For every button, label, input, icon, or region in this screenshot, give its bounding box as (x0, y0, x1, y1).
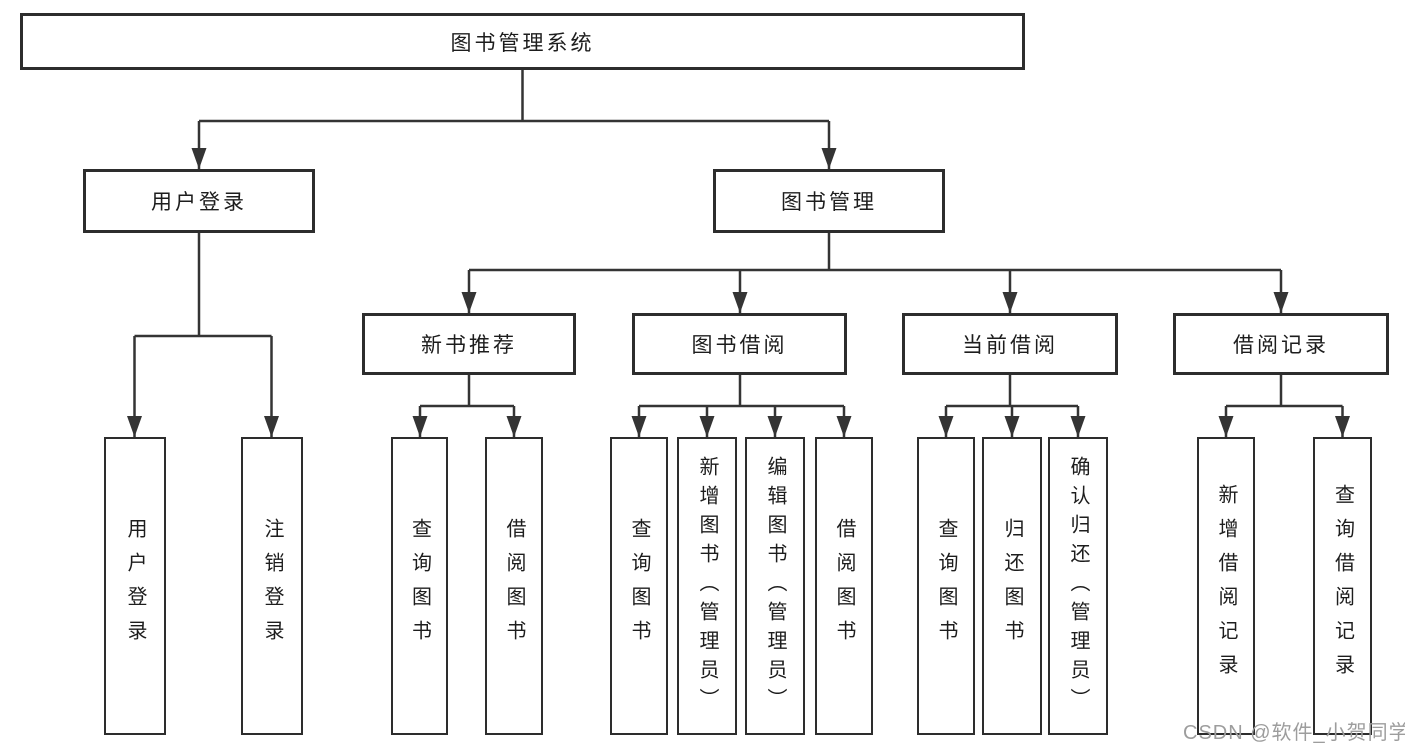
leaf-query-borrow-record: 查询借阅记录 (1313, 437, 1372, 735)
leaf-add-books-admin: 新增图书（管理员） (677, 437, 737, 735)
leaf-return-books: 归还图书 (982, 437, 1042, 735)
node-borrowing-records: 借阅记录 (1173, 313, 1389, 375)
leaf-borrow-books: 借阅图书 (815, 437, 873, 735)
leaf-confirm-return-admin: 确认归还（管理员） (1048, 437, 1108, 735)
csdn-watermark: CSDN @软件_小贺同学 (1183, 722, 1405, 744)
node-new-book-recommend: 新书推荐 (362, 313, 576, 375)
leaf-query-books-recommend: 查询图书 (391, 437, 448, 735)
leaf-query-books-borrowing: 查询图书 (610, 437, 668, 735)
leaf-borrow-books-recommend: 借阅图书 (485, 437, 543, 735)
leaf-user-login: 用户登录 (104, 437, 166, 735)
leaf-edit-books-admin: 编辑图书（管理员） (745, 437, 805, 735)
node-book-borrowing: 图书借阅 (632, 313, 847, 375)
leaf-add-borrow-record: 新增借阅记录 (1197, 437, 1255, 735)
arrowheads (127, 148, 1350, 437)
node-book-management: 图书管理 (713, 169, 945, 233)
node-user-login: 用户登录 (83, 169, 315, 233)
leaf-logout: 注销登录 (241, 437, 303, 735)
connector-lines (133, 70, 1344, 437)
node-root-library-system: 图书管理系统 (20, 13, 1025, 70)
leaf-query-books-current: 查询图书 (917, 437, 975, 735)
node-current-borrowing: 当前借阅 (902, 313, 1118, 375)
